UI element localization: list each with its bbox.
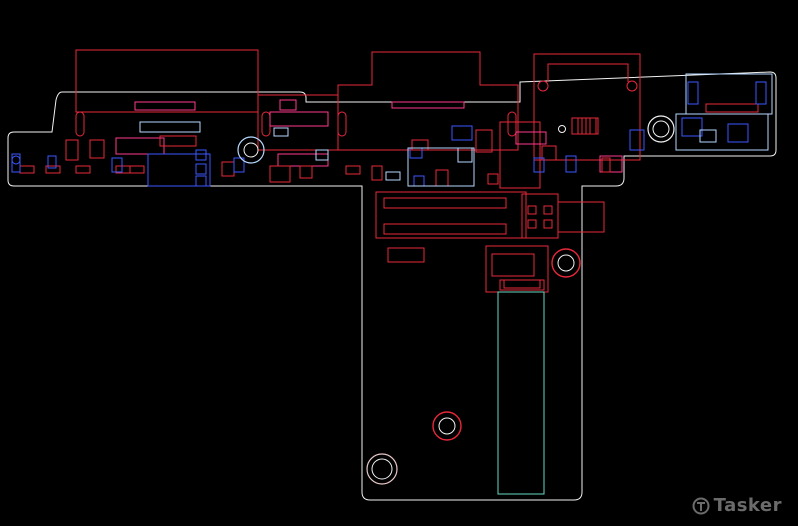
mounting-holes: [11, 80, 675, 485]
tasker-watermark: Tasker: [692, 495, 782, 516]
board-outline: [7, 71, 777, 501]
watermark-text: Tasker: [713, 495, 782, 516]
teal-outline: [497, 291, 545, 495]
silkscreen: [139, 73, 773, 187]
bottom-components: [11, 81, 767, 187]
tasker-logo-icon: [692, 497, 710, 514]
top-outlines: [75, 49, 641, 293]
top-components: [19, 103, 759, 289]
